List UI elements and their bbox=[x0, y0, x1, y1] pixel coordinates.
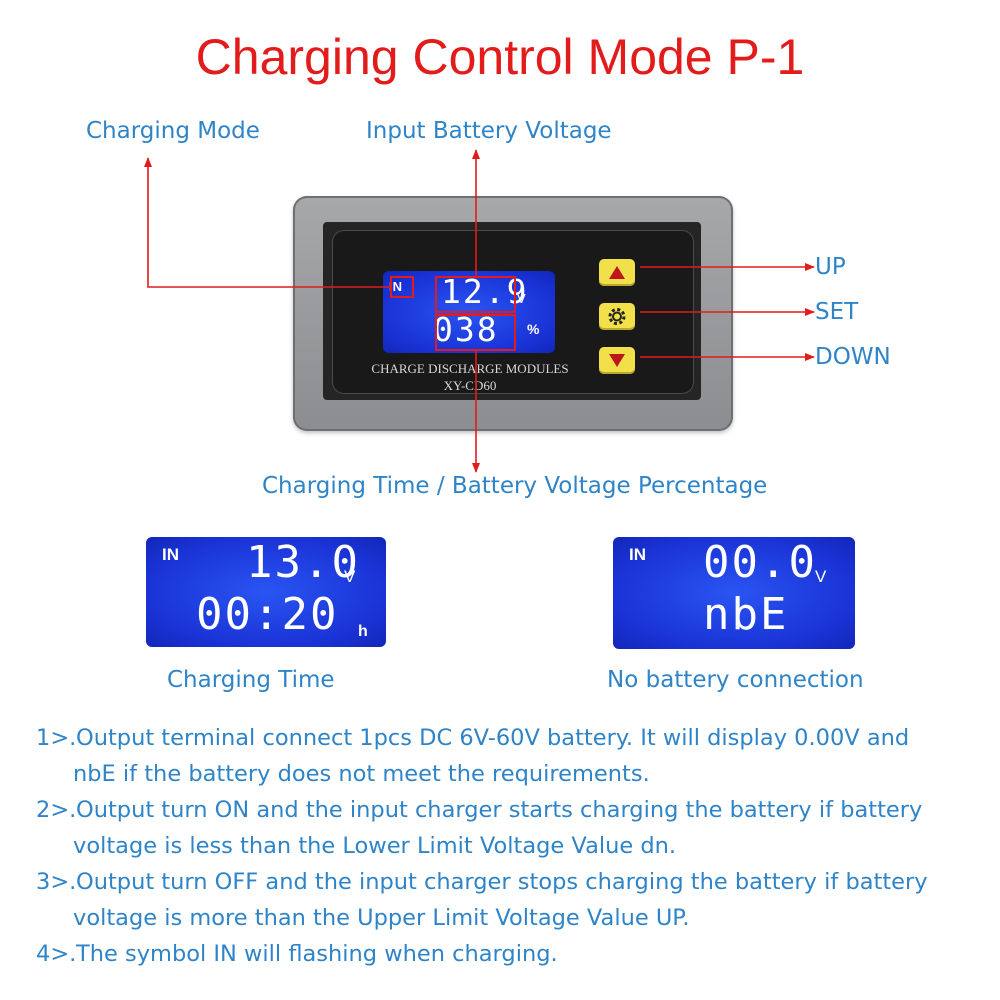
note-4-line1: The symbol IN will flashing when chargin… bbox=[76, 941, 558, 967]
example1-mode-symbol: IN bbox=[162, 545, 179, 564]
note-2-line1: Output turn ON and the input charger sta… bbox=[76, 797, 923, 823]
note-1-line1: Output terminal connect 1pcs DC 6V-60V b… bbox=[76, 725, 910, 751]
example1-line1: 13.0 bbox=[246, 537, 360, 588]
note-2-number: 2>. bbox=[36, 797, 77, 823]
note-2-line2: voltage is less than the Lower Limit Vol… bbox=[73, 833, 677, 859]
note-3-number: 3>. bbox=[36, 869, 77, 895]
down-arrow-icon bbox=[609, 354, 625, 367]
device-face: IN 12.9 V 038 % CHARGE DISCHARGE MODULES… bbox=[332, 230, 694, 394]
set-label: SET bbox=[815, 299, 859, 325]
gear-icon bbox=[608, 308, 626, 325]
note-1: 1>.Output terminal connect 1pcs DC 6V-60… bbox=[36, 720, 966, 792]
note-3-line1: Output turn OFF and the input charger st… bbox=[76, 869, 928, 895]
voltage-highlight-box bbox=[435, 276, 516, 313]
note-1-line2: nbE if the battery does not meet the req… bbox=[73, 761, 650, 787]
charging-mode-label: Charging Mode bbox=[86, 118, 260, 144]
example2-line1-unit: V bbox=[815, 567, 827, 586]
mode-highlight-box bbox=[390, 276, 414, 298]
note-4: 4>.The symbol IN will flashing when char… bbox=[36, 936, 966, 972]
mode-symbol: IN bbox=[389, 279, 402, 294]
voltage-readout: 12.9 bbox=[441, 272, 529, 311]
input-battery-voltage-label: Input Battery Voltage bbox=[366, 118, 612, 144]
note-2: 2>.Output turn ON and the input charger … bbox=[36, 792, 966, 864]
down-button[interactable] bbox=[599, 347, 635, 374]
note-3-line2: voltage is more than the Upper Limit Vol… bbox=[73, 905, 690, 931]
percentage-unit: % bbox=[527, 321, 540, 337]
brand-line-2: XY-CD60 bbox=[443, 378, 497, 393]
page-title: Charging Control Mode P-1 bbox=[195, 29, 805, 85]
example1-caption: Charging Time bbox=[167, 667, 335, 693]
brand-line-1: CHARGE DISCHARGE MODULES bbox=[371, 361, 569, 376]
example2-line1: 00.0 bbox=[703, 537, 817, 588]
note-4-number: 4>. bbox=[36, 941, 77, 967]
percentage-highlight-box bbox=[435, 314, 516, 351]
example1-line2-unit: h bbox=[358, 623, 368, 640]
percentage-readout: 038 bbox=[433, 310, 499, 349]
example1-line1-unit: V bbox=[344, 567, 356, 586]
example-lcd-charging-time: IN 13.0 V 00:20 h bbox=[146, 537, 386, 647]
up-label: UP bbox=[815, 254, 846, 280]
example2-caption: No battery connection bbox=[607, 667, 864, 693]
example1-line2: 00:20 bbox=[196, 589, 339, 640]
example-lcd-no-battery: IN 00.0 V nbE bbox=[613, 537, 855, 649]
voltage-unit: V bbox=[517, 291, 526, 306]
down-label: DOWN bbox=[815, 344, 891, 370]
set-button[interactable] bbox=[599, 303, 635, 330]
up-button[interactable] bbox=[599, 259, 635, 286]
note-1-number: 1>. bbox=[36, 725, 77, 751]
example2-mode-symbol: IN bbox=[629, 545, 646, 564]
time-percentage-label: Charging Time / Battery Voltage Percenta… bbox=[262, 473, 768, 499]
example2-line2: nbE bbox=[703, 589, 789, 640]
note-3: 3>.Output turn OFF and the input charger… bbox=[36, 864, 966, 936]
up-arrow-icon bbox=[609, 266, 625, 279]
